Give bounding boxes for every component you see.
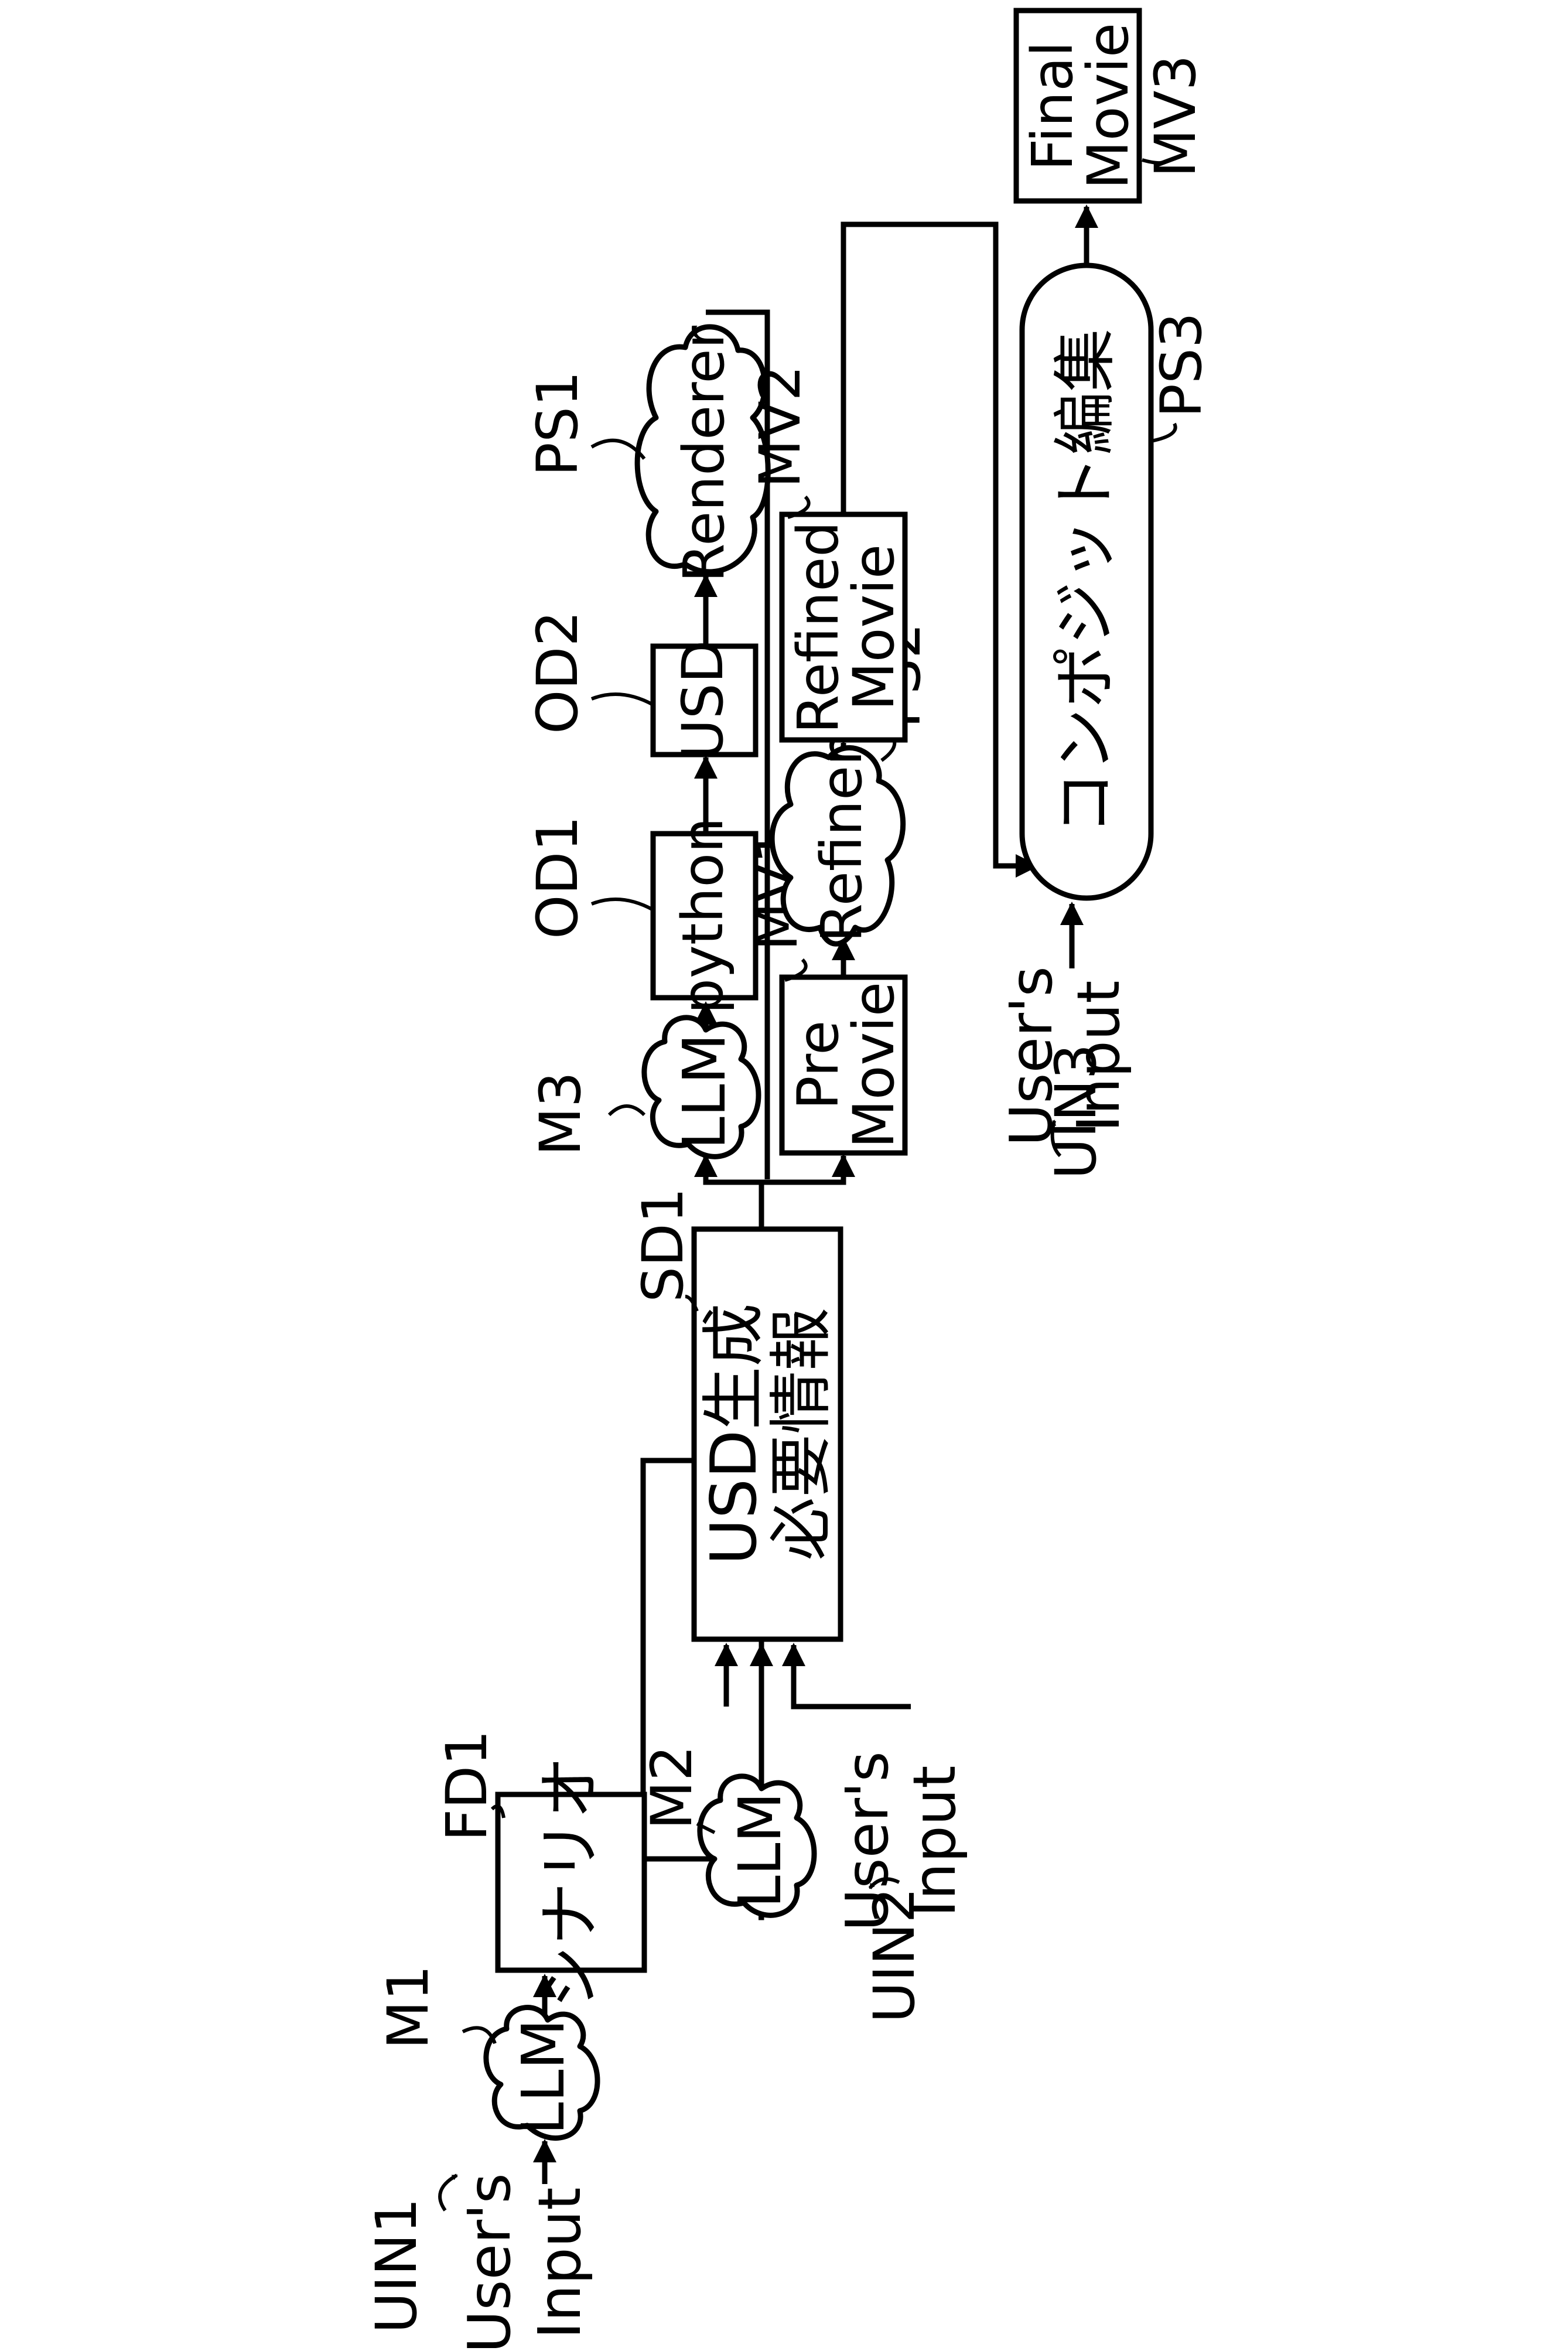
leader-ps3 bbox=[1151, 424, 1176, 441]
label-mv2: MV2 bbox=[747, 365, 813, 488]
label-m2: M2 bbox=[639, 1745, 705, 1830]
final-movie-box: Final Movie bbox=[1016, 11, 1141, 201]
final-movie-line2: Movie bbox=[1075, 23, 1141, 189]
label-m1: M1 bbox=[375, 1965, 441, 2049]
llm-m3-text: LLM bbox=[670, 1033, 739, 1149]
llm-m3: LLM bbox=[644, 1018, 759, 1156]
refiner-text: Refiner bbox=[809, 742, 874, 943]
label-uin2: UIN2 bbox=[862, 1888, 927, 2023]
llm-m1-text: LLM bbox=[509, 2019, 578, 2135]
llm-m2-text: LLM bbox=[726, 1792, 794, 1908]
label-uin1: UIN1 bbox=[364, 2198, 429, 2333]
arrow-usdinfo-to-premovie bbox=[761, 1156, 843, 1182]
python-box: python bbox=[653, 817, 756, 1014]
label-od2: OD2 bbox=[525, 610, 590, 734]
refiner: Refiner bbox=[772, 742, 903, 944]
label-od1: OD1 bbox=[525, 815, 590, 939]
label-ps3: PS3 bbox=[1149, 312, 1214, 418]
usd-box: USD bbox=[653, 640, 756, 760]
composite-edit-text: コンポジット編集 bbox=[1049, 329, 1122, 835]
usd-info-box: USD生成 必要情報 bbox=[694, 1229, 841, 1639]
python-text: python bbox=[670, 817, 736, 1014]
refined-movie-box: Refined Movie bbox=[782, 514, 907, 740]
scenario-box: シナリオ bbox=[498, 1756, 644, 2009]
renderer-text: Renderer bbox=[671, 325, 737, 582]
llm-m1: LLM bbox=[486, 2008, 597, 2138]
user-input-1-line1: User's bbox=[455, 2173, 524, 2351]
label-ps1: PS1 bbox=[525, 371, 590, 476]
arrow-usdinfo-split bbox=[706, 1156, 761, 1232]
user-input-1: User's Input bbox=[455, 2173, 594, 2351]
refined-movie-line2: Movie bbox=[841, 544, 907, 711]
leader-od2 bbox=[592, 694, 653, 705]
usd-info-line2: 必要情報 bbox=[765, 1308, 838, 1561]
label-uin3: UIN3 bbox=[1043, 1044, 1109, 1179]
usd-info-line1: USD生成 bbox=[698, 1304, 771, 1565]
leader-od1 bbox=[592, 899, 653, 910]
label-m3: M3 bbox=[528, 1072, 593, 1156]
llm-m2: LLM bbox=[700, 1776, 814, 1915]
label-mv3: MV3 bbox=[1143, 54, 1208, 178]
user-input-1-line2: Input bbox=[525, 2188, 594, 2339]
leader-uin1 bbox=[440, 2175, 457, 2210]
pre-movie-line2: Movie bbox=[841, 982, 907, 1148]
label-fd1: FD1 bbox=[434, 1730, 500, 1841]
pre-movie-box: Pre Movie bbox=[782, 977, 907, 1153]
leader-m3 bbox=[609, 1106, 644, 1115]
composite-edit: コンポジット編集 bbox=[1022, 265, 1151, 898]
usd-text: USD bbox=[670, 640, 736, 760]
arrow-input2-to-usdinfo bbox=[794, 1645, 911, 1707]
label-sd1: SD1 bbox=[630, 1188, 696, 1302]
scenario-text: シナリオ bbox=[534, 1756, 607, 2009]
